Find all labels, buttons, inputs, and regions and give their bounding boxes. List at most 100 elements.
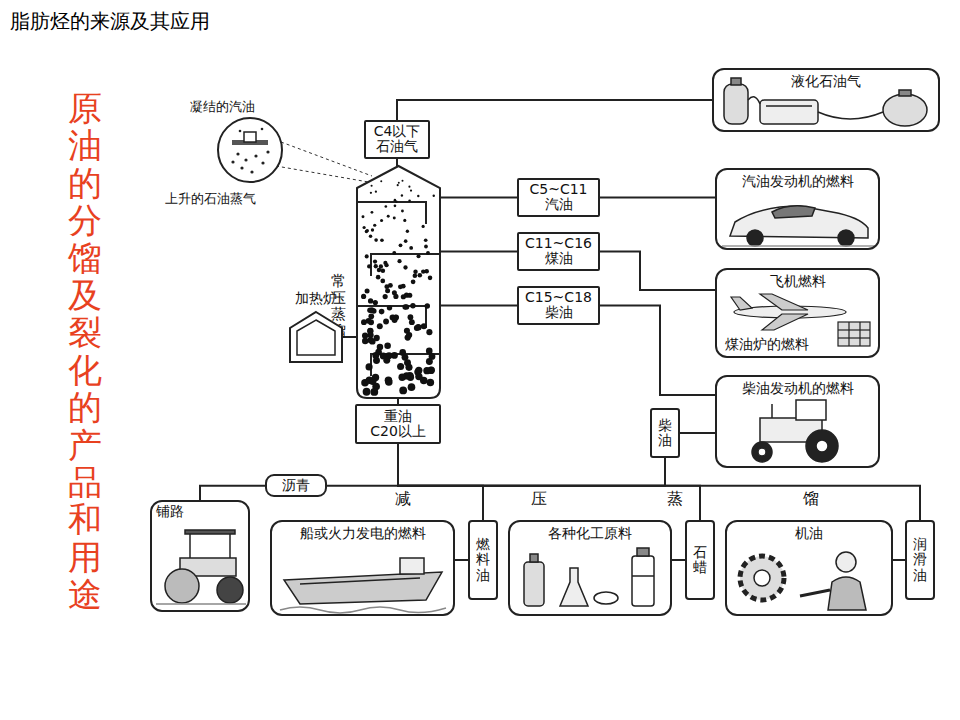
node-label: 汽油发动机的燃料 — [742, 174, 854, 189]
vapor-dot — [415, 367, 422, 374]
gas-cylinder-icon — [818, 112, 883, 119]
vapor-dot — [371, 228, 374, 231]
vapor-dot — [410, 303, 415, 308]
vapor-dot — [397, 259, 401, 263]
gas-cylinder-icon — [766, 105, 812, 107]
gas-cylinder-icon — [760, 100, 818, 124]
magnifier — [244, 132, 256, 142]
vapor-dot — [377, 268, 381, 272]
vapor-dot — [424, 238, 428, 242]
car-icon — [838, 230, 854, 246]
vapor-dot — [408, 383, 416, 391]
vapor-dot — [411, 279, 416, 284]
ship-icon — [280, 558, 446, 613]
vapor-dot — [417, 273, 422, 278]
vapor-dot — [370, 192, 372, 194]
node-label: C15~C18 — [525, 290, 592, 305]
vapor-dot — [417, 254, 421, 258]
vapor-dot — [365, 289, 370, 294]
node-label: 铺路 — [156, 504, 184, 519]
pipe-connector — [672, 559, 685, 561]
tractor-icon — [752, 400, 838, 462]
vapor-dot — [422, 225, 425, 228]
pipe-connector — [455, 559, 468, 561]
furnace-outline — [290, 312, 342, 362]
vapor-dot — [398, 374, 405, 381]
vapor-dot — [406, 230, 409, 233]
vapor-dot — [394, 204, 397, 207]
vapor-dot — [374, 238, 378, 242]
column-outline — [357, 166, 440, 398]
gas-cylinder-icon — [899, 90, 911, 96]
car-icon — [722, 206, 876, 246]
node-label: 柴油 — [658, 418, 672, 449]
vapor-dot — [371, 185, 373, 187]
vapor-dot — [385, 378, 393, 386]
chemical-products-icon — [594, 592, 618, 604]
vapor-dot — [361, 319, 367, 325]
furnace-inner — [297, 320, 335, 355]
vapor-dot — [409, 319, 415, 325]
road-roller-icon — [229, 534, 231, 558]
pipe-connector — [398, 444, 920, 520]
vapor-dot — [417, 195, 419, 197]
pipe-connector — [397, 100, 712, 120]
vapor-dot — [401, 194, 403, 196]
vapor-dot — [385, 288, 390, 293]
pipe-connector — [440, 304, 517, 306]
vapor-dot — [376, 275, 381, 280]
product-tag: 燃料油 — [468, 520, 498, 600]
vapor-dot — [406, 332, 412, 338]
magnifier — [281, 142, 372, 176]
node-sublabel: 煤油炉的燃料 — [725, 337, 809, 352]
product-tag: 柴油 — [650, 408, 680, 458]
node-sublabel: C20以上 — [370, 424, 426, 439]
node-label: 燃料油 — [476, 537, 490, 583]
vapor-dot — [380, 219, 383, 222]
tractor-icon — [771, 404, 773, 418]
vapor-dot — [380, 279, 385, 284]
node-label: 柴油发动机的燃料 — [742, 381, 854, 396]
vapor-dot — [394, 199, 397, 202]
node-label: 机油 — [795, 526, 823, 541]
distillation-column-shape — [357, 166, 440, 398]
node-label: C5~C11 — [529, 182, 587, 197]
vapor-dot — [398, 182, 400, 184]
vapor-dot — [424, 245, 428, 249]
fraction-box: C4以下石油气 — [364, 120, 430, 159]
car-icon — [772, 206, 815, 218]
node-sublabel: 石油气 — [376, 139, 418, 154]
node-label: 重油 — [384, 409, 412, 424]
chemical-products-icon — [632, 575, 654, 577]
callout-label: 上升的石油蒸气 — [165, 192, 256, 206]
vapor-dot — [384, 263, 388, 267]
vapor-dot — [365, 254, 369, 258]
magnifier — [236, 152, 239, 155]
tractor-icon — [752, 442, 772, 462]
product-tag: 润滑油 — [905, 520, 935, 600]
vapor-dot — [421, 323, 427, 329]
pipe-connector — [600, 251, 715, 290]
node-sublabel: 柴油 — [545, 305, 573, 320]
product-panel: 各种化工原料 — [508, 520, 672, 616]
process-label: 减压蒸馏 — [395, 490, 939, 508]
engine-oil-icon — [800, 590, 830, 596]
vapor-dot — [402, 180, 404, 182]
vapor-dot — [409, 246, 413, 250]
pipe-connector — [440, 196, 517, 198]
magnifier — [266, 150, 269, 153]
magnifier — [250, 170, 253, 173]
distillation-column: 常压蒸馏 — [357, 166, 440, 398]
vapor-dot — [398, 284, 403, 289]
vapor-dot — [369, 234, 373, 238]
tractor-icon — [816, 440, 828, 452]
vapor-dot — [408, 186, 410, 188]
magnifier — [231, 160, 234, 163]
magnifier — [218, 118, 282, 182]
gas-cylinder-icon — [724, 84, 748, 124]
vapor-dot — [366, 363, 373, 370]
vapor-dot — [369, 308, 375, 314]
vapor-dot — [374, 264, 378, 268]
